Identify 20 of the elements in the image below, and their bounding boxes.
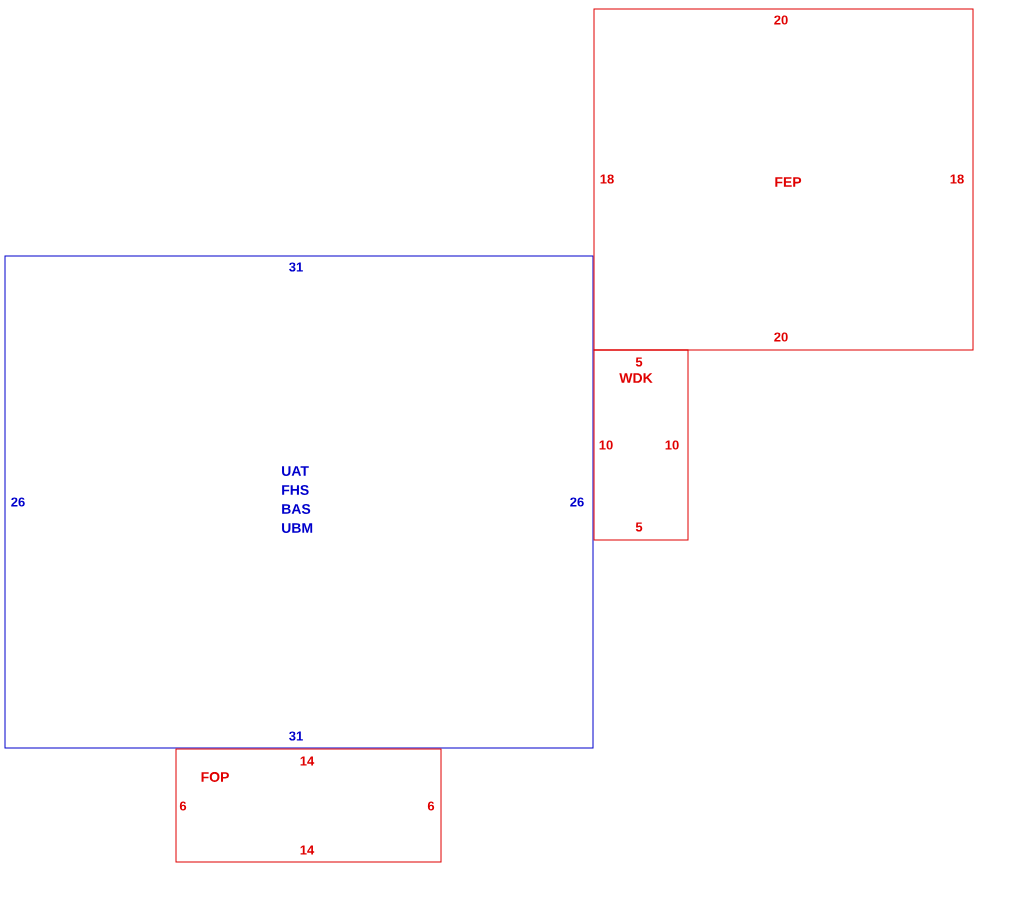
- dimension-label: 5: [635, 357, 643, 367]
- dimension-label: 26: [11, 497, 25, 507]
- dimension-label: 20: [774, 15, 788, 25]
- dimension-label: 18: [600, 174, 614, 184]
- dimension-label: 31: [289, 262, 303, 272]
- dimension-label: 10: [665, 440, 679, 450]
- dimension-label: 26: [570, 497, 584, 507]
- dimension-label: 10: [599, 440, 613, 450]
- room-code: WDK: [619, 373, 653, 383]
- dimension-label: 31: [289, 731, 303, 741]
- dimension-label: 6: [179, 801, 187, 811]
- dimension-label: 20: [774, 332, 788, 342]
- room-codes: UAT FHS BAS UBM: [282, 466, 313, 533]
- dimension-label: 18: [950, 174, 964, 184]
- dimension-label: 14: [300, 845, 315, 855]
- room-code: FEP: [775, 177, 802, 187]
- dimension-label: 5: [635, 522, 643, 532]
- room-code: FOP: [201, 772, 229, 782]
- dimension-label: 6: [427, 801, 435, 811]
- dimension-label: 14: [300, 756, 315, 766]
